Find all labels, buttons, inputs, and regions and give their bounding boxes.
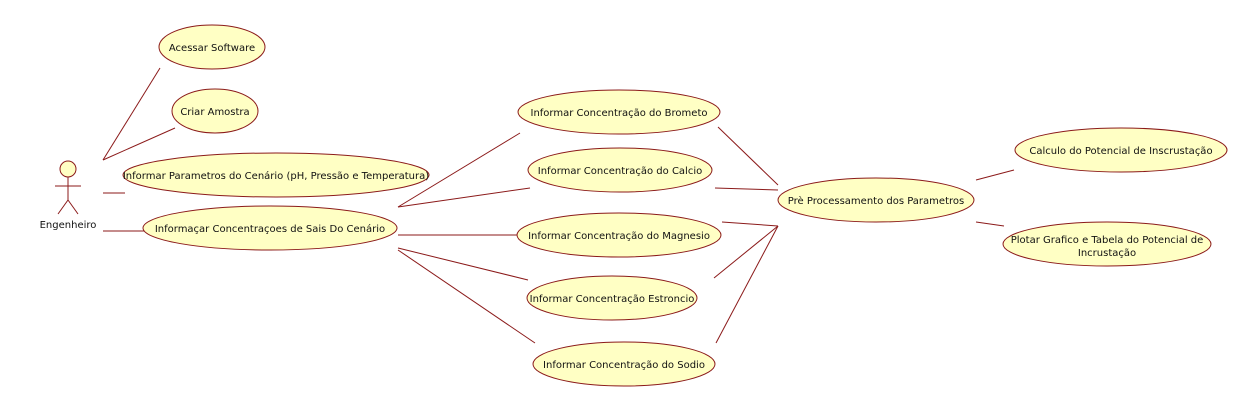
association-lines (102, 67, 1015, 344)
use-case-calculo-potencial[interactable]: Calculo do Potencial de Inscrustação (1014, 127, 1228, 173)
actor-head (59, 160, 77, 178)
svg-text:Acessar Software: Acessar Software (169, 43, 255, 54)
svg-text:Informaçar Concentraçoes de Sa: Informaçar Concentraçoes de Sais Do Cená… (155, 223, 385, 235)
svg-text:Calculo do Potencial de Inscru: Calculo do Potencial de Inscrustação (1029, 146, 1212, 157)
use-case-informar-parametros[interactable]: Informar Parametros do Cenário (pH, Pres… (122, 152, 430, 198)
svg-text:Informar Concentração do Brome: Informar Concentração do Brometo (531, 108, 708, 119)
svg-text:Plotar Grafico e Tabela do Pot: Plotar Grafico e Tabela do Potencial de (1011, 235, 1204, 246)
svg-text:Informar Concentração Estronci: Informar Concentração Estroncio (530, 294, 695, 305)
use-case-informar-concentracoes[interactable]: Informaçar Concentraçoes de Sais Do Cená… (142, 205, 398, 251)
use-case-plotar-grafico[interactable]: Plotar Grafico e Tabela do Potencial de … (1002, 221, 1212, 267)
svg-text:Informar Concentração do Magne: Informar Concentração do Magnesio (528, 231, 710, 242)
use-case-calcio[interactable]: Informar Concentração do Calcio (527, 147, 713, 193)
svg-text:Incrustação: Incrustação (1078, 248, 1136, 259)
svg-text:Criar Amostra: Criar Amostra (180, 107, 249, 118)
actor-label: Engenheiro (40, 220, 97, 231)
use-case-estroncio[interactable]: Informar Concentração Estroncio (526, 275, 698, 321)
use-case-pre-processamento[interactable]: Prè Processamento dos Parametros (777, 177, 975, 223)
use-case-sodio[interactable]: Informar Concentração do Sodio (532, 341, 716, 387)
actor-engenheiro: Engenheiro (40, 160, 97, 231)
use-case-criar-amostra[interactable]: Criar Amostra (171, 88, 259, 134)
use-case-brometo[interactable]: Informar Concentração do Brometo (517, 89, 721, 135)
svg-text:Informar Concentração do Sodio: Informar Concentração do Sodio (543, 360, 705, 371)
svg-text:Informar Parametros do Cenário: Informar Parametros do Cenário (pH, Pres… (123, 170, 429, 182)
svg-text:Prè Processamento dos Parametr: Prè Processamento dos Parametros (788, 195, 964, 207)
svg-text:Informar Concentração do Calci: Informar Concentração do Calcio (538, 166, 702, 177)
use-case-acessar-software[interactable]: Acessar Software (158, 24, 266, 70)
use-case-magnesio[interactable]: Informar Concentração do Magnesio (516, 212, 722, 258)
